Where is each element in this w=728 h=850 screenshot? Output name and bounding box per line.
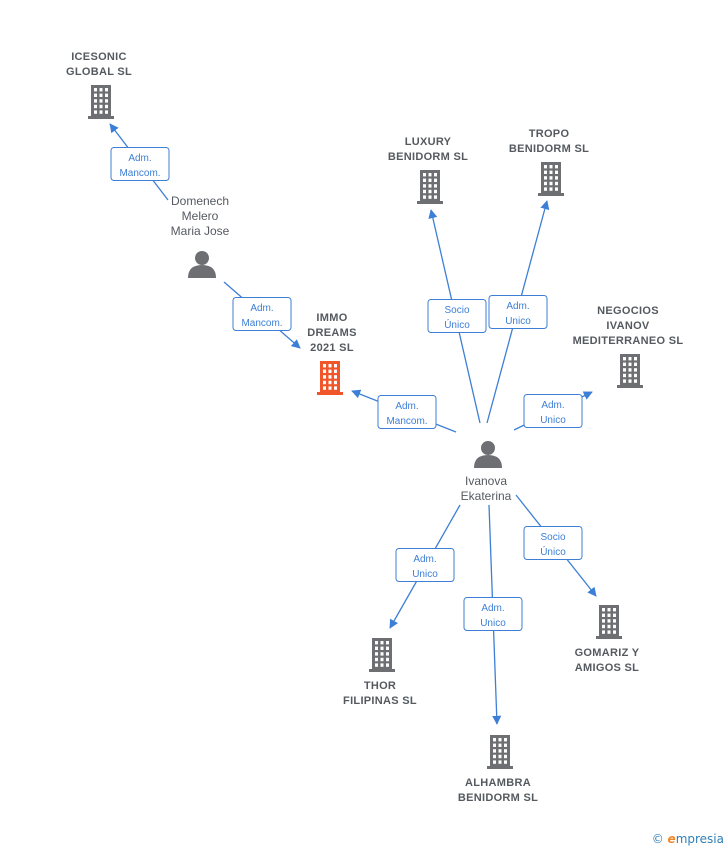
company-node-negocios[interactable]: NEGOCIOS IVANOV MEDITERRANEO SL — [573, 305, 684, 388]
company-node-thor[interactable]: THOR FILIPINAS SL — [343, 638, 417, 707]
node-label-text: BENIDORM SL — [388, 151, 468, 163]
building-icon — [596, 605, 622, 639]
edge-label-box — [427, 299, 487, 333]
relation-edge-ivanova-negocios[interactable]: Adm. Unico — [513, 391, 593, 431]
company-node-alhambra[interactable]: ALHAMBRA BENIDORM SL — [458, 735, 538, 804]
node-label-text: Ekaterina — [461, 489, 512, 503]
node-label-text: TROPO — [529, 128, 570, 140]
building-icon — [317, 361, 343, 395]
brand-name: mpresia — [675, 832, 724, 846]
copyright-symbol: © — [651, 832, 664, 846]
person-icon — [474, 441, 502, 468]
building-icon — [617, 354, 643, 388]
edge-label-text: Único — [444, 318, 470, 331]
building-icon — [88, 85, 114, 119]
edge-label-text: Adm. — [541, 400, 564, 411]
node-label-text: NEGOCIOS — [597, 305, 659, 317]
edge-label-box — [110, 147, 170, 181]
edge-label-box — [395, 548, 455, 582]
edge-label-text: Único — [540, 545, 566, 558]
building-icon — [417, 170, 443, 204]
edge-label-box — [463, 597, 523, 631]
edge-label-text: Unico — [412, 569, 438, 580]
company-node-luxury[interactable]: LUXURY BENIDORM SL — [388, 136, 468, 204]
node-label-text: GLOBAL SL — [66, 66, 132, 78]
edge-label-text: Adm. — [481, 603, 504, 614]
relation-edge-domenech-icesonic[interactable]: Adm. Mancom. — [109, 123, 170, 201]
building-icon — [538, 162, 564, 196]
node-label-text: AMIGOS SL — [575, 662, 639, 674]
node-label-text: FILIPINAS SL — [343, 695, 417, 707]
edge-label-text: Socio — [540, 532, 565, 543]
edge-label-box — [377, 395, 437, 429]
relation-edge-ivanova-tropo[interactable]: Adm. Unico — [486, 200, 550, 424]
node-label-text: ALHAMBRA — [465, 777, 531, 789]
edge-label-text: Adm. — [506, 301, 529, 312]
node-label-text: BENIDORM SL — [509, 143, 589, 155]
building-icon — [487, 735, 513, 769]
relation-edge-ivanova-alhambra[interactable]: Adm. Unico — [463, 504, 523, 725]
node-label-text: Maria Jose — [171, 224, 230, 238]
building-icon — [369, 638, 395, 672]
edge-label-box — [523, 526, 583, 560]
company-node-gomariz[interactable]: GOMARIZ Y AMIGOS SL — [575, 605, 640, 674]
node-label-text: MEDITERRANEO SL — [573, 335, 684, 347]
relation-edge-ivanova-thor[interactable]: Adm. Unico — [389, 504, 461, 629]
brand-logo-e: e — [667, 832, 676, 846]
node-label-text: ICESONIC — [71, 51, 127, 63]
edge-label-box — [488, 295, 548, 329]
edge-label-text: Mancom. — [241, 318, 282, 329]
node-label-text: LUXURY — [405, 136, 452, 148]
node-label-text: GOMARIZ Y — [575, 647, 640, 659]
brand-watermark: © empresia — [652, 832, 724, 846]
edge-label-text: Adm. — [395, 401, 418, 412]
edge-label-text: Mancom. — [386, 416, 427, 427]
company-node-immo[interactable]: IMMO DREAMS 2021 SL — [307, 312, 356, 395]
edge-label-text: Adm. — [128, 153, 151, 164]
person-icon — [188, 251, 216, 278]
edge-label-text: Adm. — [413, 554, 436, 565]
edge-label-box — [523, 394, 583, 428]
edge-label-text: Mancom. — [119, 168, 160, 179]
node-label-text: Melero — [182, 209, 219, 223]
edge-label-text: Unico — [540, 415, 566, 426]
company-node-icesonic[interactable]: ICESONIC GLOBAL SL — [66, 51, 132, 119]
company-node-tropo[interactable]: TROPO BENIDORM SL — [509, 128, 589, 196]
node-label-text: 2021 SL — [310, 342, 354, 354]
edge-label-text: Adm. — [250, 303, 273, 314]
node-label-text: THOR — [364, 680, 396, 692]
edge-label-box — [232, 297, 292, 331]
edge-label-text: Socio — [444, 305, 469, 316]
node-label-text: DREAMS — [307, 327, 356, 339]
edge-label-text: Unico — [505, 316, 531, 327]
relation-edge-domenech-immo[interactable]: Adm. Mancom. — [223, 281, 301, 349]
node-label-text: Domenech — [171, 194, 229, 208]
node-label-text: BENIDORM SL — [458, 792, 538, 804]
node-label-text: Ivanova — [465, 474, 507, 488]
node-label-text: IMMO — [316, 312, 347, 324]
node-label-text: IVANOV — [606, 320, 650, 332]
edge-label-text: Unico — [480, 618, 506, 629]
relation-edge-ivanova-immo[interactable]: Adm. Mancom. — [351, 389, 457, 433]
